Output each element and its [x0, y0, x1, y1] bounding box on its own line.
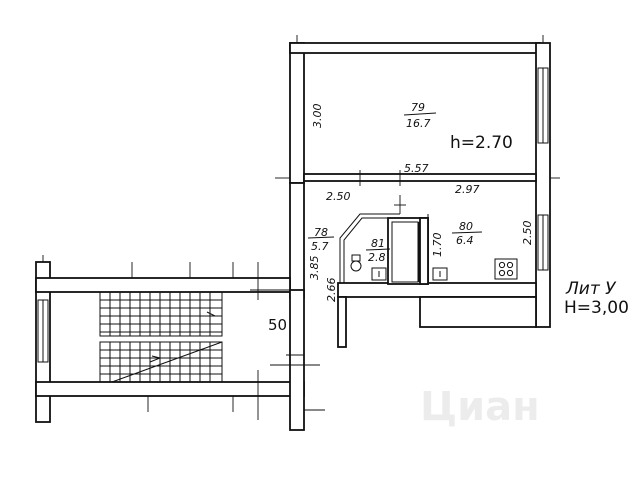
- wall-stubs: [275, 35, 560, 179]
- dim-hall-width: 2.66: [325, 278, 338, 303]
- kitchen-sink-icon: [432, 267, 448, 281]
- room-78-area: 5.7: [311, 240, 329, 253]
- dim-bath-width: 2.50: [326, 190, 351, 203]
- partition-79: [303, 170, 537, 186]
- stairwell-walls: [35, 261, 305, 431]
- dim-corridor-width: 5.57: [404, 162, 429, 175]
- room-78-label: 78 5.7: [307, 226, 335, 253]
- room-80-number: 80: [459, 220, 473, 233]
- room-78-number: 78: [314, 226, 328, 239]
- sink-icon: [371, 267, 387, 281]
- dim-bath-depth: 1.70: [431, 233, 444, 258]
- window-right-upper: [537, 67, 549, 144]
- room-80-label: 80 6.4: [451, 220, 483, 247]
- room-79-label: 79 16.7: [403, 101, 437, 130]
- dim-kitchen-width: 2.97: [455, 183, 480, 196]
- stair-flight-upper: [99, 291, 223, 337]
- room-79-number: 79: [411, 101, 425, 114]
- stairwell-stubs: [42, 255, 325, 420]
- building-height: H=3,00: [564, 298, 629, 318]
- building-litera: Лит У: [565, 279, 617, 299]
- room-81-label: 81 2.8: [365, 237, 391, 264]
- bathroom-walls: [339, 195, 429, 285]
- stove-icon: [494, 258, 518, 280]
- dim-room-79-height: 3.00: [311, 104, 324, 129]
- room-81-area: 2.8: [368, 251, 386, 264]
- watermark: Циан: [420, 384, 540, 430]
- toilet-icon: [350, 254, 362, 272]
- room-80-area: 6.4: [456, 234, 474, 247]
- stair-flight-lower: [99, 341, 223, 383]
- dim-kitchen-depth: 2.50: [521, 221, 534, 246]
- room-79-area: 16.7: [406, 117, 431, 130]
- room-81-number: 81: [371, 237, 385, 250]
- stair-mark: 50: [268, 316, 287, 334]
- room-79-height: h=2.70: [450, 133, 513, 153]
- window-right-lower: [537, 214, 549, 271]
- dim-hall-depth: 3.85: [308, 256, 321, 281]
